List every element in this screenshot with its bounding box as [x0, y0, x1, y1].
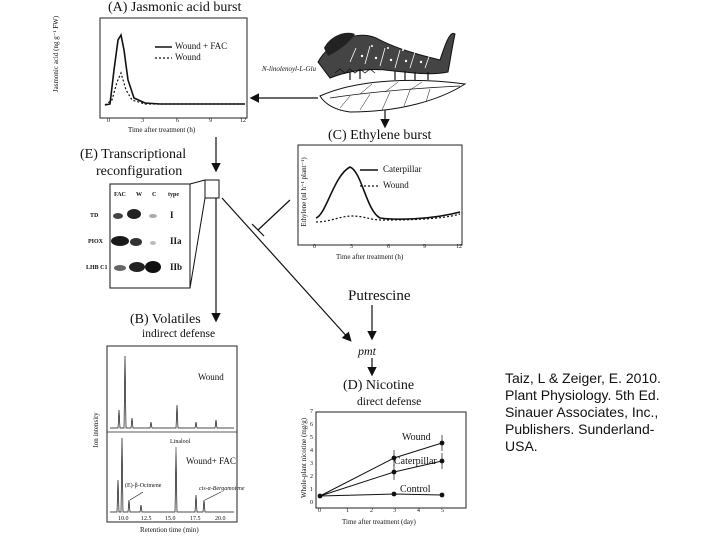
panel-d-xtick: 2 [370, 508, 373, 514]
panel-b-xlabel: Retention time (min) [140, 526, 199, 534]
panel-a-xtick: 12 [240, 118, 246, 124]
panel-c-xtick: 12 [456, 244, 462, 250]
panel-d-label-caterpillar: Caterpillar [394, 456, 437, 467]
pathway-arrows [211, 93, 390, 377]
inhibition-bar [251, 223, 265, 237]
panel-b-xtick: 17.5 [190, 516, 201, 522]
panel-a-chart [99, 17, 248, 119]
panel-e-col-w: W [136, 192, 142, 198]
panel-c-xtick: 9 [423, 244, 426, 250]
panel-b-peak-bergamotene: cis-α-Bergamotene [199, 486, 245, 492]
panel-d-title: (D) Nicotine [343, 378, 415, 393]
panel-d-ytick: 2 [310, 474, 313, 480]
panel-d-chart [315, 411, 467, 509]
panel-c-title: (C) Ethylene burst [328, 128, 432, 143]
panel-b-xtick: 15.0 [165, 516, 176, 522]
panel-d-xlabel: Time after treatment (day) [342, 518, 416, 526]
panel-a-xtick: 3 [141, 118, 144, 124]
panel-d-label-control: Control [400, 484, 431, 495]
citation-line: Publishers. Sunderland- [505, 421, 655, 437]
panel-d-ytick: 7 [310, 409, 313, 415]
panel-a-legend-wound: Wound [175, 52, 201, 62]
panel-c-wound-curve [315, 213, 461, 223]
panel-c-legend-caterpillar: Caterpillar [383, 164, 422, 174]
citation-line: Taiz, L & Zeiger, E. 2010. [505, 370, 661, 386]
panel-b-xtick: 20.0 [215, 516, 226, 522]
panel-b-xtick: 10.0 [118, 516, 129, 522]
putrescine-label: Putrescine [348, 288, 411, 304]
panel-b-subtitle: indirect defense [142, 328, 216, 340]
panel-e-type-i: I [170, 210, 174, 220]
panel-e-title-line2: reconfiguration [96, 164, 183, 179]
panel-d-ylabel: Whole-plant nicotine (mg/g) [300, 417, 308, 499]
citation-line: USA. [505, 438, 538, 454]
panel-e-graphic [109, 179, 220, 289]
panel-a-xtick: 6 [176, 118, 179, 124]
panel-e-gene-lhbc1: LHB C1 [86, 265, 108, 271]
panel-d-ytick: 5 [310, 435, 313, 441]
panel-a-xtick: 0 [107, 118, 110, 124]
panel-b-chart [106, 345, 238, 523]
panel-a-wound-curve [104, 71, 245, 106]
caterpillar-illustration [317, 32, 467, 113]
panel-d-ytick: 4 [310, 448, 313, 454]
panel-e-title-line1: (E) Transcriptional [80, 147, 187, 162]
panel-b-ylabel: Ion intensity [92, 412, 100, 448]
panel-e-type-iib: IIb [170, 262, 183, 272]
panel-d-ytick: 6 [310, 422, 313, 428]
panel-b-title: (B) Volatiles [130, 312, 201, 327]
compound-label: N-linolenoyl-L-Glu [262, 65, 317, 73]
panel-a-legend-fac: Wound + FAC [175, 41, 228, 51]
panel-c-chart [297, 144, 463, 246]
panel-c-ylabel: Ethylene (nl h⁻¹ plant⁻¹) [300, 157, 308, 227]
panel-d-ytick: 0 [310, 500, 313, 506]
panel-c-xtick: 3 [350, 244, 353, 250]
panel-d-ytick: 3 [310, 461, 313, 467]
panel-a-xtick: 9 [209, 118, 212, 124]
panel-c-caterpillar-curve [315, 166, 461, 220]
panel-d-subtitle: direct defense [357, 396, 422, 408]
citation-line: Plant Physiology. 5th Ed. [505, 387, 660, 403]
panel-e-col-fac: FAC [114, 192, 126, 198]
panel-c-legend-wound: Wound [383, 180, 409, 190]
panel-d-label-wound: Wound [402, 432, 431, 443]
panel-d-ytick: 1 [310, 487, 313, 493]
panel-e-col-c: C [152, 192, 157, 198]
panel-e-gene-td: TD [90, 213, 99, 219]
panel-b-peak-linalool: Linalool [170, 439, 191, 445]
panel-e-gene-piox: PIOX [88, 239, 103, 245]
panel-c-xtick: 6 [387, 244, 390, 250]
panel-d-xtick: 3 [393, 508, 396, 514]
panel-b-bottom-label: Wound+ FAC [186, 456, 236, 466]
panel-d-xtick: 4 [417, 508, 420, 514]
panel-d-xtick: 0 [318, 508, 321, 514]
panel-a-wound-fac-curve [104, 32, 245, 106]
panel-e-type-iia: IIa [170, 236, 182, 246]
citation-line: Sinauer Associates, Inc., [505, 404, 659, 420]
arrow-e-to-pmt [221, 197, 352, 342]
panel-a-xlabel: Time after treatment (h) [128, 126, 196, 134]
panel-c-xtick: 0 [313, 244, 316, 250]
panel-c-xlabel: Time after treatment (h) [336, 253, 404, 261]
panel-a-ylabel: Jasmonic acid (ng g⁻¹ FW) [52, 15, 60, 93]
panel-b-xtick: 12.5 [141, 516, 152, 522]
panel-b-top-label: Wound [198, 372, 224, 382]
panel-b-peak-ocimene: (E)-β-Ocimene [125, 483, 162, 489]
pmt-label: pmt [358, 344, 376, 358]
panel-d-xtick: 5 [441, 508, 444, 514]
panel-d-xtick: 1 [346, 508, 349, 514]
inhibition-line [257, 199, 291, 231]
panel-a-title: (A) Jasmonic acid burst [108, 0, 242, 15]
panel-e-col-type: type [168, 192, 179, 198]
citation-block: Taiz, L & Zeiger, E. 2010. Plant Physiol… [505, 370, 705, 455]
